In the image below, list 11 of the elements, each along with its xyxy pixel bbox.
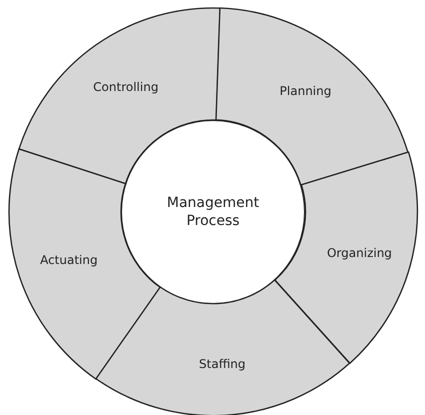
segment-label: Controlling [93,80,158,94]
segment-label: Planning [280,84,332,98]
ring-segment [18,7,222,185]
segment-label: Actuating [40,253,98,268]
segment-label: Organizing [326,246,392,260]
segment-label: Staffing [199,356,246,371]
ring-segment [94,279,350,415]
ring-segment [274,151,418,365]
ring-segment [215,7,410,186]
center-label: Management Process [166,194,260,230]
ring-segment [8,148,162,380]
